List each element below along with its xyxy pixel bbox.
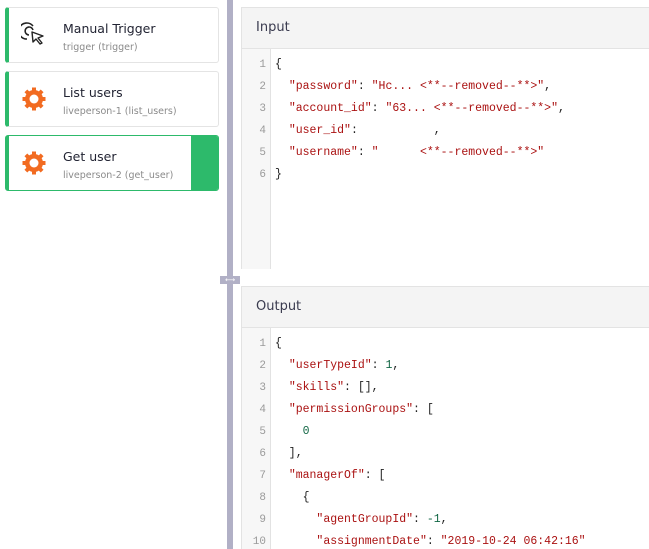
code-line: 6} [242, 164, 649, 186]
code-text: { [275, 58, 282, 71]
step-title: Manual Trigger [63, 21, 156, 36]
code-text: { [275, 491, 310, 504]
code-text: "userTypeId": 1, [288, 359, 400, 372]
workflow-steps-sidebar: Manual Trigger trigger (trigger) List us… [0, 0, 226, 549]
step-subtitle: liveperson-1 (list_users) [63, 106, 177, 117]
code-line: 10 "assignmentDate": "2019-10-24 06:42:1… [242, 531, 649, 549]
code-line: 7 "managerOf": [ [242, 465, 649, 487]
code-text: "permissionGroups": [ [288, 403, 434, 416]
pane-divider[interactable] [227, 0, 233, 549]
step-subtitle: liveperson-2 (get_user) [63, 170, 174, 181]
step-card-list-users[interactable]: List users liveperson-1 (list_users) [5, 71, 219, 127]
code-text: } [275, 168, 282, 181]
code-text: "account_id": "63... <**--removed--**>", [288, 102, 565, 115]
line-number-gutter [242, 49, 271, 269]
line-number: 4 [259, 404, 266, 416]
step-title: Get user [63, 149, 117, 164]
line-number: 9 [259, 514, 266, 526]
code-text: ], [275, 447, 303, 460]
liveperson-gear-icon [21, 86, 47, 112]
line-number: 1 [259, 59, 266, 71]
line-number: 2 [259, 360, 266, 372]
line-number: 5 [259, 426, 266, 438]
line-number: 5 [259, 147, 266, 159]
line-number: 6 [259, 169, 266, 181]
code-text: "username": " <**--removed--**>" [288, 146, 545, 159]
cursor-click-icon [18, 22, 47, 48]
line-number: 3 [259, 103, 266, 115]
code-line: 3 "skills": [], [242, 377, 649, 399]
code-text: "skills": [], [288, 381, 379, 394]
output-json-viewer[interactable]: 1{2 "userTypeId": 1,3 "skills": [],4 "pe… [242, 328, 649, 549]
input-panel: Input 1{2 "password": "Hc... <**--remove… [241, 7, 649, 269]
code-line: 2 "password": "Hc... <**--removed--**>", [242, 76, 649, 98]
line-number: 8 [259, 492, 266, 504]
code-text: "password": "Hc... <**--removed--**>", [288, 80, 552, 93]
output-panel-title: Output [242, 287, 649, 328]
step-subtitle: trigger (trigger) [63, 42, 138, 53]
code-text: "agentGroupId": -1, [316, 513, 448, 526]
liveperson-gear-icon [21, 150, 47, 176]
line-number: 1 [259, 338, 266, 350]
code-text: "managerOf": [ [288, 469, 386, 482]
code-text: "user_id": , [288, 124, 441, 137]
code-text: { [275, 337, 282, 350]
output-panel: Output 1{2 "userTypeId": 1,3 "skills": [… [241, 286, 649, 549]
step-card-get-user[interactable]: Get user liveperson-2 (get_user) [5, 135, 219, 191]
line-number: 7 [259, 470, 266, 482]
code-line: 4 "user_id": , [242, 120, 649, 142]
code-line: 5 0 [242, 421, 649, 443]
active-indicator [191, 136, 218, 190]
line-number: 10 [252, 536, 266, 548]
code-line: 3 "account_id": "63... <**--removed--**>… [242, 98, 649, 120]
step-card-manual-trigger[interactable]: Manual Trigger trigger (trigger) [5, 7, 219, 63]
line-number: 3 [259, 382, 266, 394]
code-line: 5 "username": " <**--removed--**>" [242, 142, 649, 164]
code-line: 2 "userTypeId": 1, [242, 355, 649, 377]
step-title: List users [63, 85, 123, 100]
input-panel-title: Input [242, 8, 649, 49]
line-number: 2 [259, 81, 266, 93]
code-line: 6 ], [242, 443, 649, 465]
code-text: 0 [302, 425, 310, 438]
line-number: 6 [259, 448, 266, 460]
code-line: 8 { [242, 487, 649, 509]
input-json-viewer[interactable]: 1{2 "password": "Hc... <**--removed--**>… [242, 49, 649, 269]
resize-handle-icon[interactable]: ⟷ [220, 276, 240, 284]
code-line: 4 "permissionGroups": [ [242, 399, 649, 421]
code-text: "assignmentDate": "2019-10-24 06:42:16" [316, 535, 586, 548]
line-number: 4 [259, 125, 266, 137]
code-line: 9 "agentGroupId": -1, [242, 509, 649, 531]
line-number-gutter [242, 328, 271, 549]
code-line: 1{ [242, 333, 649, 355]
code-line: 1{ [242, 54, 649, 76]
